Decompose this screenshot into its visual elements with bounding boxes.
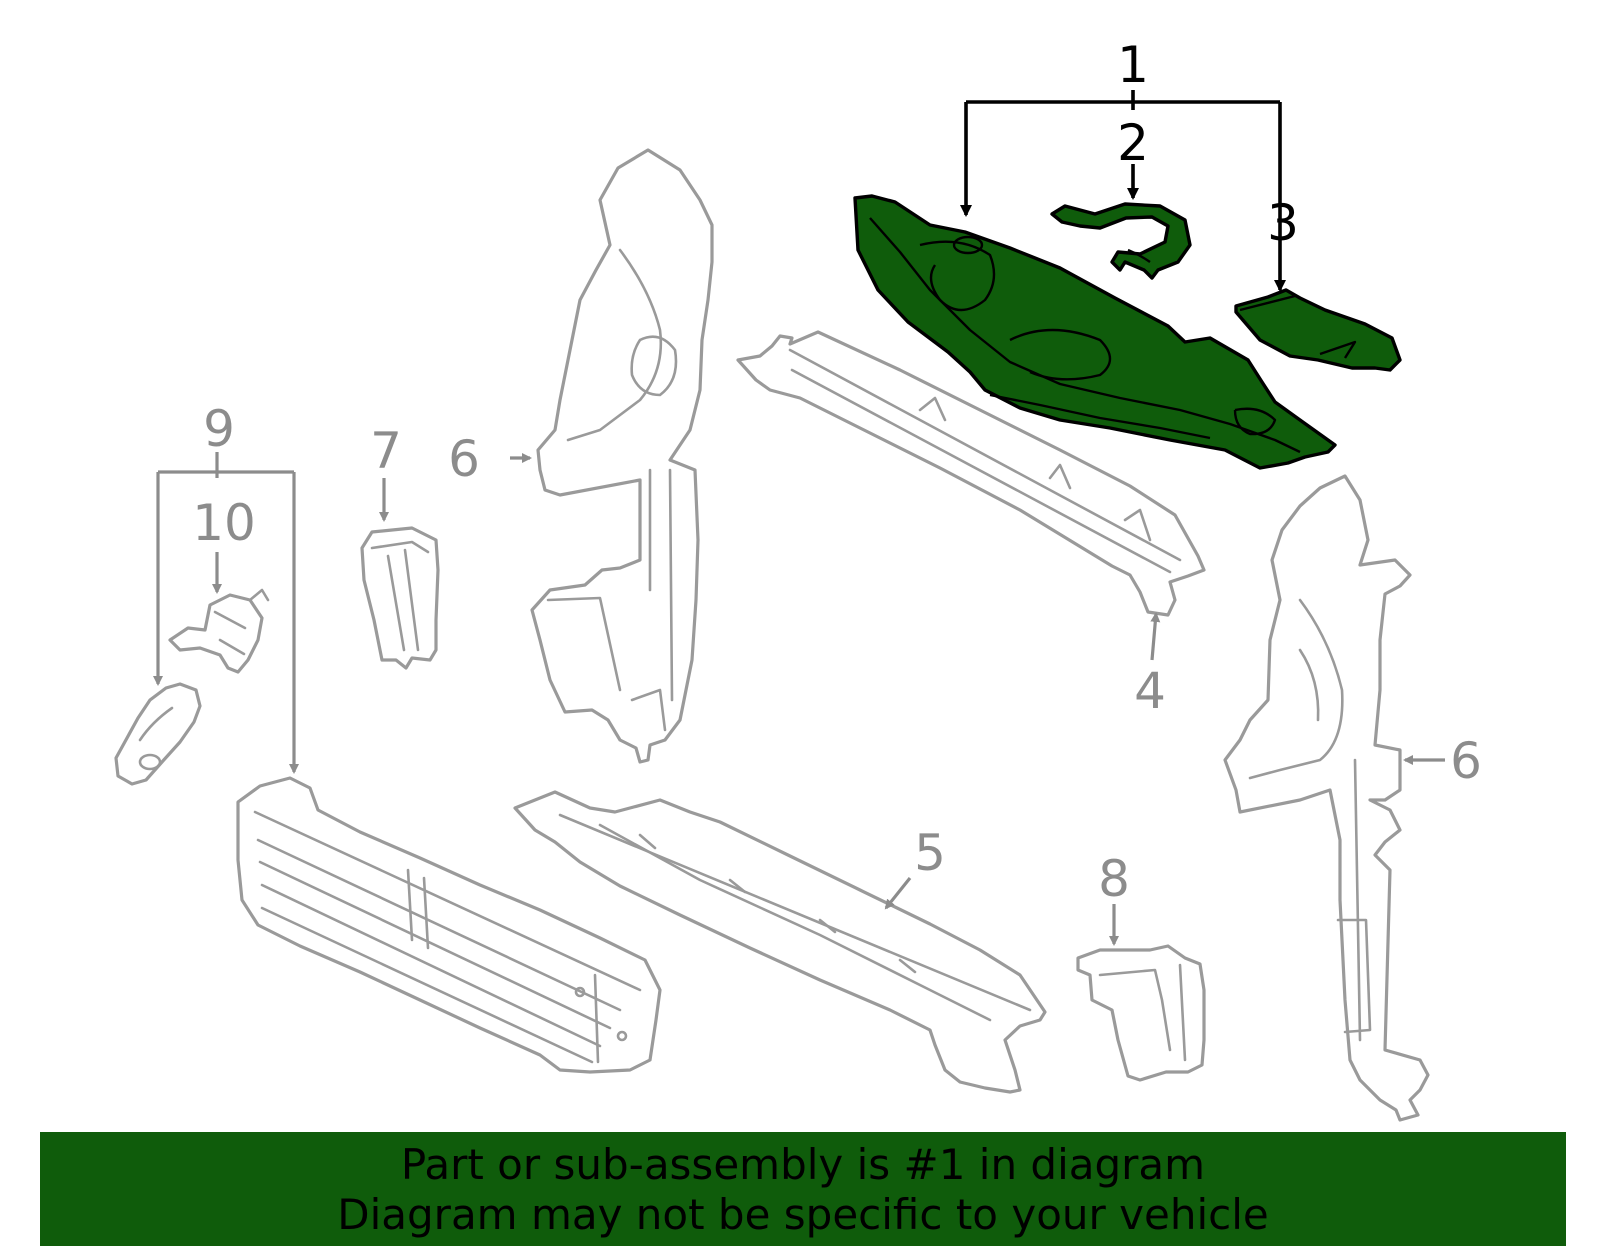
callout-4: 4: [1134, 662, 1166, 720]
part-9-shutter-assembly[interactable]: [236, 776, 662, 1074]
info-banner: Part or sub-assembly is #1 in diagram Di…: [40, 1132, 1566, 1246]
callout-6-right: 6: [1450, 732, 1482, 790]
callout-8: 8: [1098, 850, 1130, 908]
part-8-lower-bracket[interactable]: [1076, 944, 1206, 1082]
callout-5: 5: [914, 824, 946, 882]
part-1-upper-cover[interactable]: [853, 194, 1337, 470]
part-4-upper-tie-bar[interactable]: [736, 330, 1206, 617]
part-3-bracket[interactable]: [1234, 288, 1402, 372]
part-5-lower-deflector[interactable]: [513, 790, 1047, 1094]
leaders-grey: [153, 452, 1445, 946]
callout-numbers: 1 2 3 4 5 6 6 7 8 9 10: [192, 36, 1482, 908]
callout-10: 10: [192, 494, 256, 552]
banner-line-1: Part or sub-assembly is #1 in diagram: [400, 1140, 1206, 1189]
callout-7: 7: [370, 422, 402, 480]
part-7-air-duct[interactable]: [360, 526, 440, 670]
callout-6-left: 6: [448, 430, 480, 488]
part-9-motor[interactable]: [114, 682, 202, 786]
banner-line-2: Diagram may not be specific to your vehi…: [337, 1190, 1269, 1239]
part-6-right-air-guide[interactable]: [1223, 474, 1430, 1122]
leaders-black: [960, 90, 1286, 292]
callout-3: 3: [1267, 194, 1299, 252]
part-6-left-air-guide[interactable]: [530, 148, 714, 764]
callout-2: 2: [1117, 114, 1149, 172]
callout-9: 9: [203, 400, 235, 458]
part-10-actuator[interactable]: [168, 588, 270, 674]
callout-1: 1: [1117, 36, 1149, 94]
part-2-seal[interactable]: [1050, 202, 1192, 280]
